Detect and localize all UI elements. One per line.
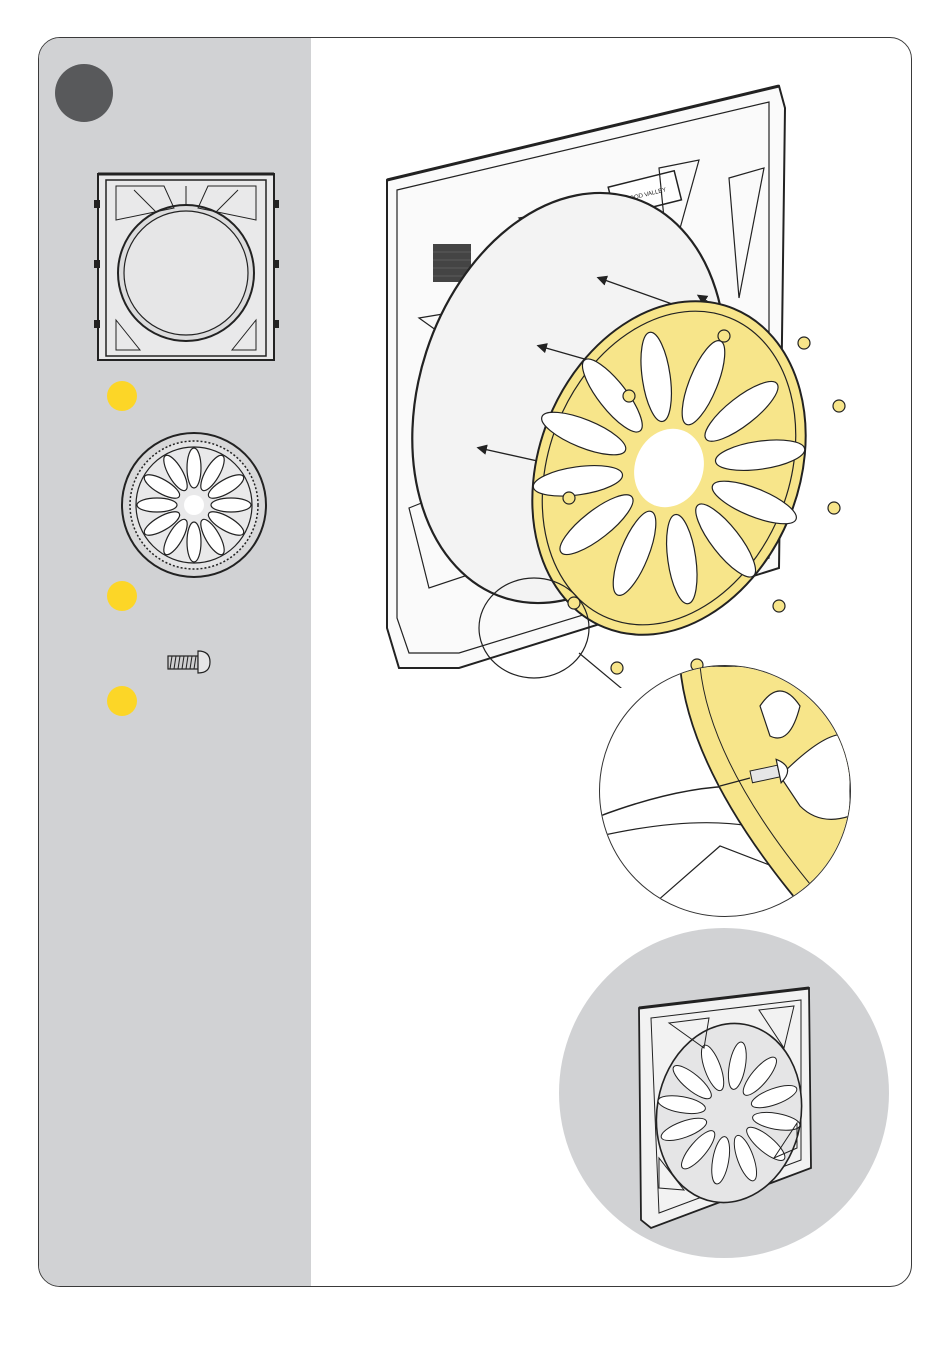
bullet-frame [107, 381, 137, 411]
bullet-screw [107, 686, 137, 716]
frame-panel-icon [94, 160, 279, 365]
round-grille-icon [119, 430, 269, 580]
step-number-circle [55, 64, 113, 122]
parts-sidebar [39, 38, 311, 1286]
exploded-assembly-illustration: WOOD VALLEY [339, 68, 859, 688]
assembled-result-illustration [559, 928, 889, 1258]
instruction-card: WOOD VALLEY [38, 37, 912, 1287]
bullet-grille [107, 581, 137, 611]
screw-icon [166, 648, 216, 676]
screw-detail-magnifier [599, 665, 851, 917]
